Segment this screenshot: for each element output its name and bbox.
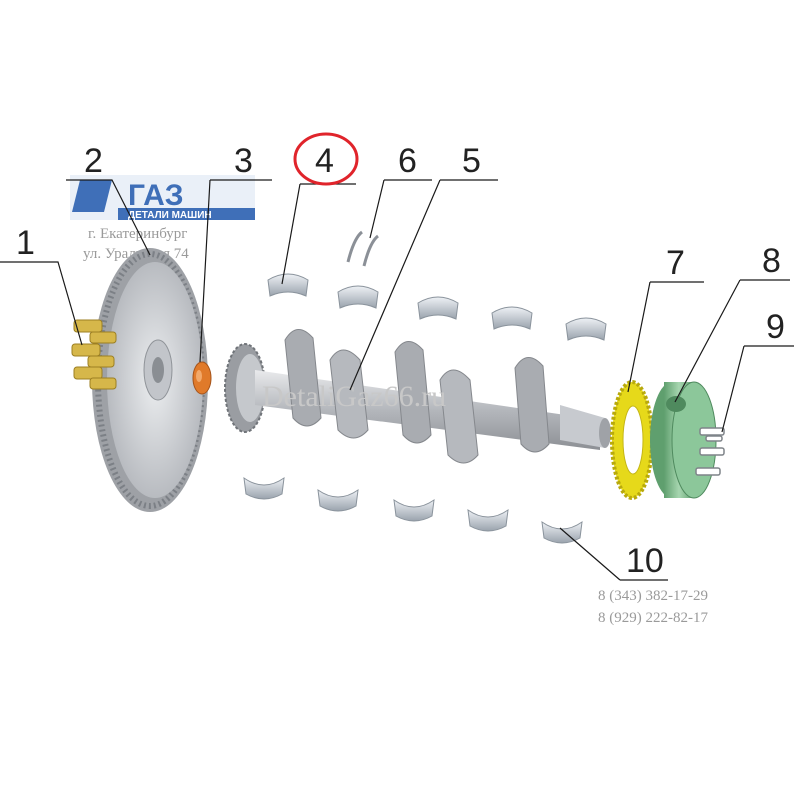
thrust-ring	[362, 234, 379, 267]
logo-emblem	[72, 180, 112, 212]
leader-5	[349, 179, 498, 391]
lower-bearing-shell	[243, 476, 285, 500]
crank-snout-end	[599, 418, 611, 448]
lower-bearing-shell	[541, 520, 583, 544]
upper-bearing-shell	[267, 273, 309, 297]
callout-2: 2	[84, 142, 103, 180]
bolt	[699, 427, 725, 436]
logo-text: ГАЗ	[128, 179, 184, 212]
lower-bearing-shell	[393, 498, 435, 522]
upper-bearing-shell	[417, 296, 459, 320]
leader-4	[281, 183, 356, 285]
leader-3	[199, 179, 272, 363]
leader-2	[66, 179, 151, 256]
leader-lines	[0, 179, 794, 581]
bolt	[73, 366, 103, 380]
crank-snout	[560, 405, 605, 448]
crank-web	[394, 341, 432, 444]
damper-pulley	[650, 381, 717, 499]
leader-7	[627, 281, 704, 393]
crank-web	[514, 357, 550, 453]
callout-4: 4	[315, 142, 334, 180]
upper-bearing-shell	[337, 285, 379, 309]
watermark-city: г. Екатеринбург	[88, 226, 187, 242]
bolt	[73, 319, 103, 333]
callout-1: 1	[16, 224, 35, 262]
pulley-bolts	[695, 427, 725, 476]
pulley-hub	[666, 396, 686, 412]
logo-band	[118, 208, 255, 220]
upper-main-bearings	[267, 273, 607, 341]
leader-8	[674, 279, 790, 403]
bolt	[89, 331, 117, 344]
upper-bearing-shell	[491, 306, 533, 330]
callout-3: 3	[234, 142, 253, 180]
leader-1	[0, 261, 83, 346]
leader-6	[369, 179, 432, 239]
thrust-ring	[346, 230, 363, 263]
leader-9	[721, 345, 794, 433]
crank-web	[329, 349, 369, 439]
callout-9: 9	[766, 308, 785, 346]
lower-bearing-shell	[317, 488, 359, 512]
crank-web	[284, 329, 322, 427]
callout-5: 5	[462, 142, 481, 180]
crank-web	[439, 369, 479, 464]
timing-gear-ring	[610, 380, 654, 500]
upper-bearing-shell	[565, 317, 607, 341]
bushing-hole	[196, 370, 202, 382]
bolt	[699, 447, 725, 456]
logo-subtext: ДЕТАЛИ МАШИН	[128, 210, 212, 221]
leader-10	[559, 527, 668, 581]
flywheel-bore	[152, 357, 164, 383]
callout-8: 8	[762, 242, 781, 280]
thrust-half-rings	[346, 230, 379, 267]
watermark-phone-2: 8 (929) 222-82-17	[598, 610, 708, 626]
watermark-site: DetaliGaz66.ru	[262, 380, 446, 413]
bushing-body	[192, 361, 212, 395]
lower-bearing-shell	[467, 508, 509, 532]
flywheel-bolts	[71, 319, 117, 390]
bolt	[695, 467, 721, 476]
callout-10: 10	[626, 542, 664, 580]
bolt	[87, 355, 115, 368]
callout-7: 7	[666, 244, 685, 282]
bolt	[71, 343, 101, 357]
bolt	[89, 377, 117, 390]
crankshaft	[224, 329, 611, 464]
pilot-bushing	[192, 361, 212, 395]
watermark-phone-1: 8 (343) 382-17-29	[598, 588, 708, 604]
watermark-logo: ГАЗ ДЕТАЛИ МАШИН г. Екатеринбург ул. Ура…	[70, 175, 255, 262]
bolt	[705, 435, 723, 442]
callout-4-highlight	[293, 132, 359, 186]
gear-ring-hole	[622, 405, 644, 475]
lower-main-bearings	[243, 476, 583, 544]
callout-6: 6	[398, 142, 417, 180]
